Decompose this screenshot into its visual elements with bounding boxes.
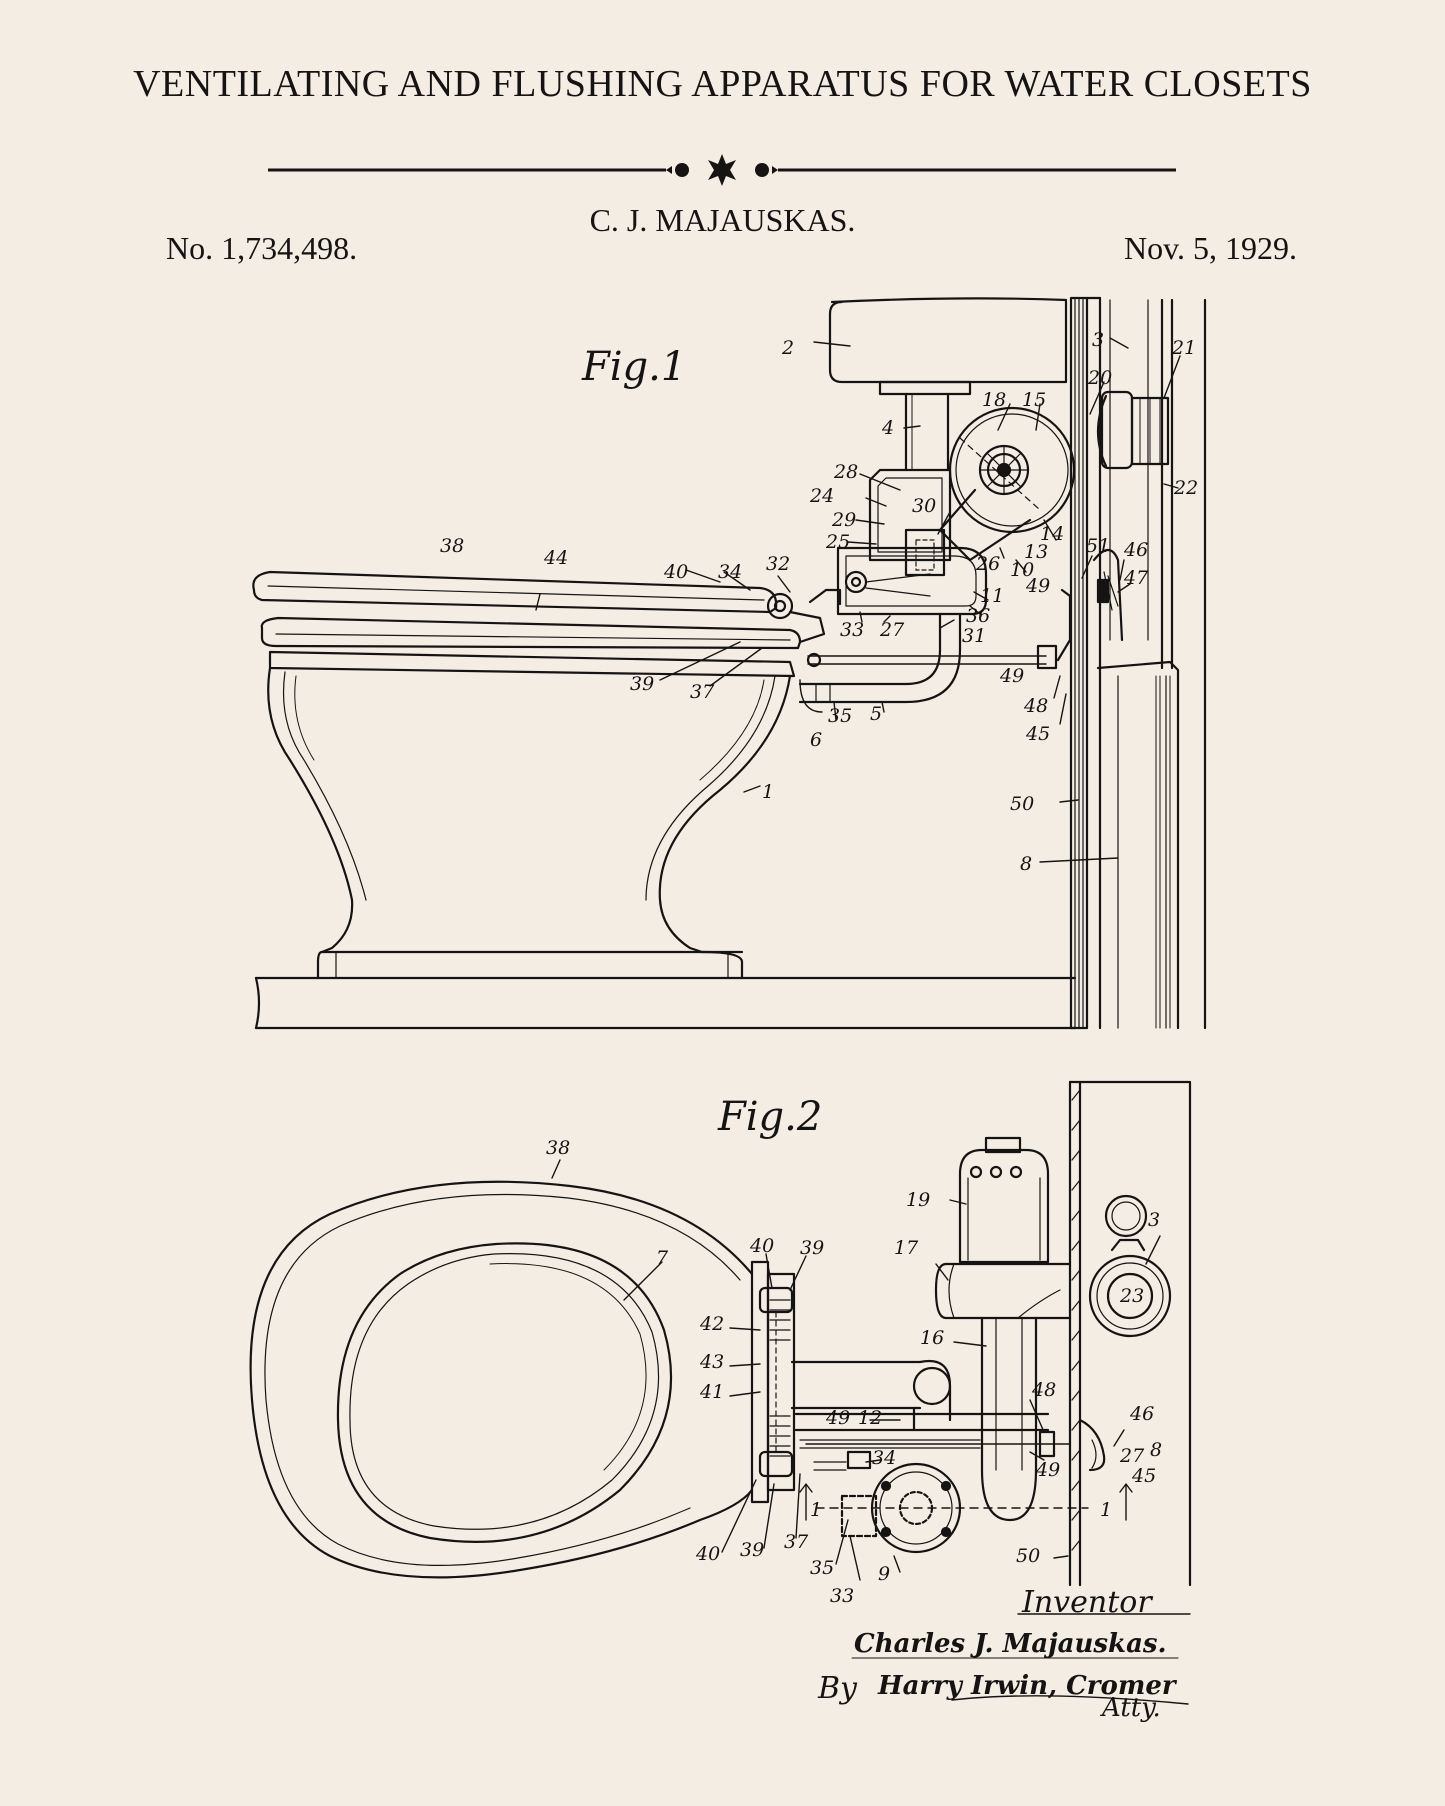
ref-numeral: 49 — [825, 1407, 850, 1429]
ref-numeral: 12 — [858, 1407, 882, 1429]
ref-numeral: 3 — [1148, 1209, 1160, 1231]
ref-numeral: 7 — [656, 1247, 669, 1269]
by-label: By — [817, 1671, 858, 1706]
patent-title: VENTILATING AND FLUSHING APPARATUS FOR W… — [133, 63, 1312, 105]
ref-numeral: 51 — [1086, 535, 1110, 557]
ref-numeral: 39 — [740, 1539, 764, 1561]
ref-numeral: 1 — [762, 781, 774, 803]
ref-numeral: 38 — [546, 1137, 570, 1159]
ref-numeral: 3 — [1092, 329, 1104, 351]
ref-numeral: 20 — [1087, 367, 1112, 389]
ref-numeral: 33 — [840, 619, 864, 641]
ref-numeral: 10 — [1010, 559, 1034, 581]
fig1-label: Fig.1 — [581, 344, 686, 390]
ref-numeral: 33 — [830, 1585, 854, 1607]
ref-numeral: 28 — [833, 461, 858, 483]
ref-numeral: 39 — [630, 673, 654, 695]
inventor-signature: Charles J. Majauskas. — [854, 1629, 1167, 1659]
fig1-reference-numerals: 2 3 21 20 18 15 4 28 24 30 29 25 13 14 2… — [440, 329, 1198, 875]
ref-numeral: 34 — [872, 1447, 896, 1469]
ref-numeral: 8 — [1150, 1439, 1162, 1461]
ref-numeral: 49 — [999, 665, 1024, 687]
ref-numeral: 48 — [1023, 695, 1048, 717]
ref-numeral: 27 — [1119, 1445, 1145, 1467]
ref-numeral: 39 — [800, 1237, 824, 1259]
ref-numeral: 35 — [828, 705, 852, 727]
ref-numeral: 48 — [1031, 1379, 1056, 1401]
ref-numeral: 30 — [912, 495, 936, 517]
fig2-top-view — [249, 1080, 1192, 1705]
inventor-heading: Inventor — [1021, 1585, 1153, 1620]
ref-numeral: 37 — [690, 681, 715, 703]
ref-numeral: 24 — [809, 485, 834, 507]
ref-numeral: 23 — [1119, 1285, 1144, 1307]
ref-numeral: 17 — [894, 1237, 919, 1259]
atty-label: Atty. — [1100, 1693, 1161, 1723]
ref-numeral: 1 — [810, 1499, 822, 1521]
ref-numeral: 26 — [975, 553, 1000, 575]
patent-date: Nov. 5, 1929. — [1123, 230, 1297, 266]
ref-numeral: 37 — [784, 1531, 809, 1553]
patent-number: No. 1,734,498. — [166, 230, 358, 266]
ref-numeral: 11 — [980, 585, 1004, 607]
ref-numeral: 44 — [543, 547, 568, 569]
ref-numeral: 2 — [781, 337, 794, 359]
ref-numeral: 45 — [1131, 1465, 1156, 1487]
ref-numeral: 41 — [699, 1381, 724, 1403]
ref-numeral: 21 — [1171, 337, 1196, 359]
ref-numeral: 45 — [1025, 723, 1050, 745]
ref-numeral: 49 — [1025, 575, 1050, 597]
ref-numeral: 34 — [718, 561, 742, 583]
ref-numeral: 6 — [810, 729, 822, 751]
ref-numeral: 5 — [870, 703, 882, 725]
attorney-signature: Harry Irwin, Cromer — [877, 1671, 1178, 1701]
ref-numeral: 43 — [699, 1351, 724, 1373]
fig2-reference-numerals: 38 7 40 39 19 17 3 23 16 42 43 41 49 12 … — [546, 1137, 1162, 1607]
ref-numeral: 27 — [879, 619, 905, 641]
ref-numeral: 38 — [440, 535, 464, 557]
ref-numeral: 32 — [766, 553, 790, 575]
ref-numeral: 40 — [749, 1235, 774, 1257]
ref-numeral: 40 — [663, 561, 688, 583]
fig2-label: Fig.2 — [717, 1094, 822, 1140]
ref-numeral: 47 — [1123, 567, 1149, 589]
ref-numeral: 50 — [1016, 1545, 1040, 1567]
ref-numeral: 25 — [825, 531, 850, 553]
ref-numeral: 46 — [1123, 539, 1148, 561]
ref-numeral: 36 — [966, 605, 990, 627]
ref-numeral: 49 — [1035, 1459, 1060, 1481]
ref-numeral: 31 — [962, 625, 986, 647]
ref-numeral: 14 — [1040, 523, 1064, 545]
ref-numeral: 22 — [1173, 477, 1198, 499]
fig1-side-view — [252, 296, 1207, 1030]
ref-numeral: 13 — [1024, 541, 1048, 563]
ref-numeral: 8 — [1020, 853, 1032, 875]
ref-numeral: 35 — [810, 1557, 834, 1579]
ref-numeral: 42 — [699, 1313, 724, 1335]
ref-numeral: 46 — [1129, 1403, 1154, 1425]
ref-numeral: 29 — [831, 509, 856, 531]
ref-numeral: 19 — [906, 1189, 930, 1211]
ref-numeral: 1 — [1100, 1499, 1112, 1521]
inventor-name: C. J. MAJAUSKAS. — [589, 202, 856, 238]
ref-numeral: 50 — [1010, 793, 1034, 815]
signature-block: Inventor Charles J. Majauskas. By Harry … — [817, 1585, 1178, 1723]
ref-numeral: 9 — [878, 1563, 890, 1585]
ref-numeral: 15 — [1022, 389, 1046, 411]
ref-numeral: 40 — [695, 1543, 720, 1565]
ref-numeral: 18 — [982, 389, 1006, 411]
title-divider-ornament — [268, 154, 1176, 186]
ref-numeral: 16 — [920, 1327, 944, 1349]
ref-numeral: 4 — [881, 417, 894, 439]
